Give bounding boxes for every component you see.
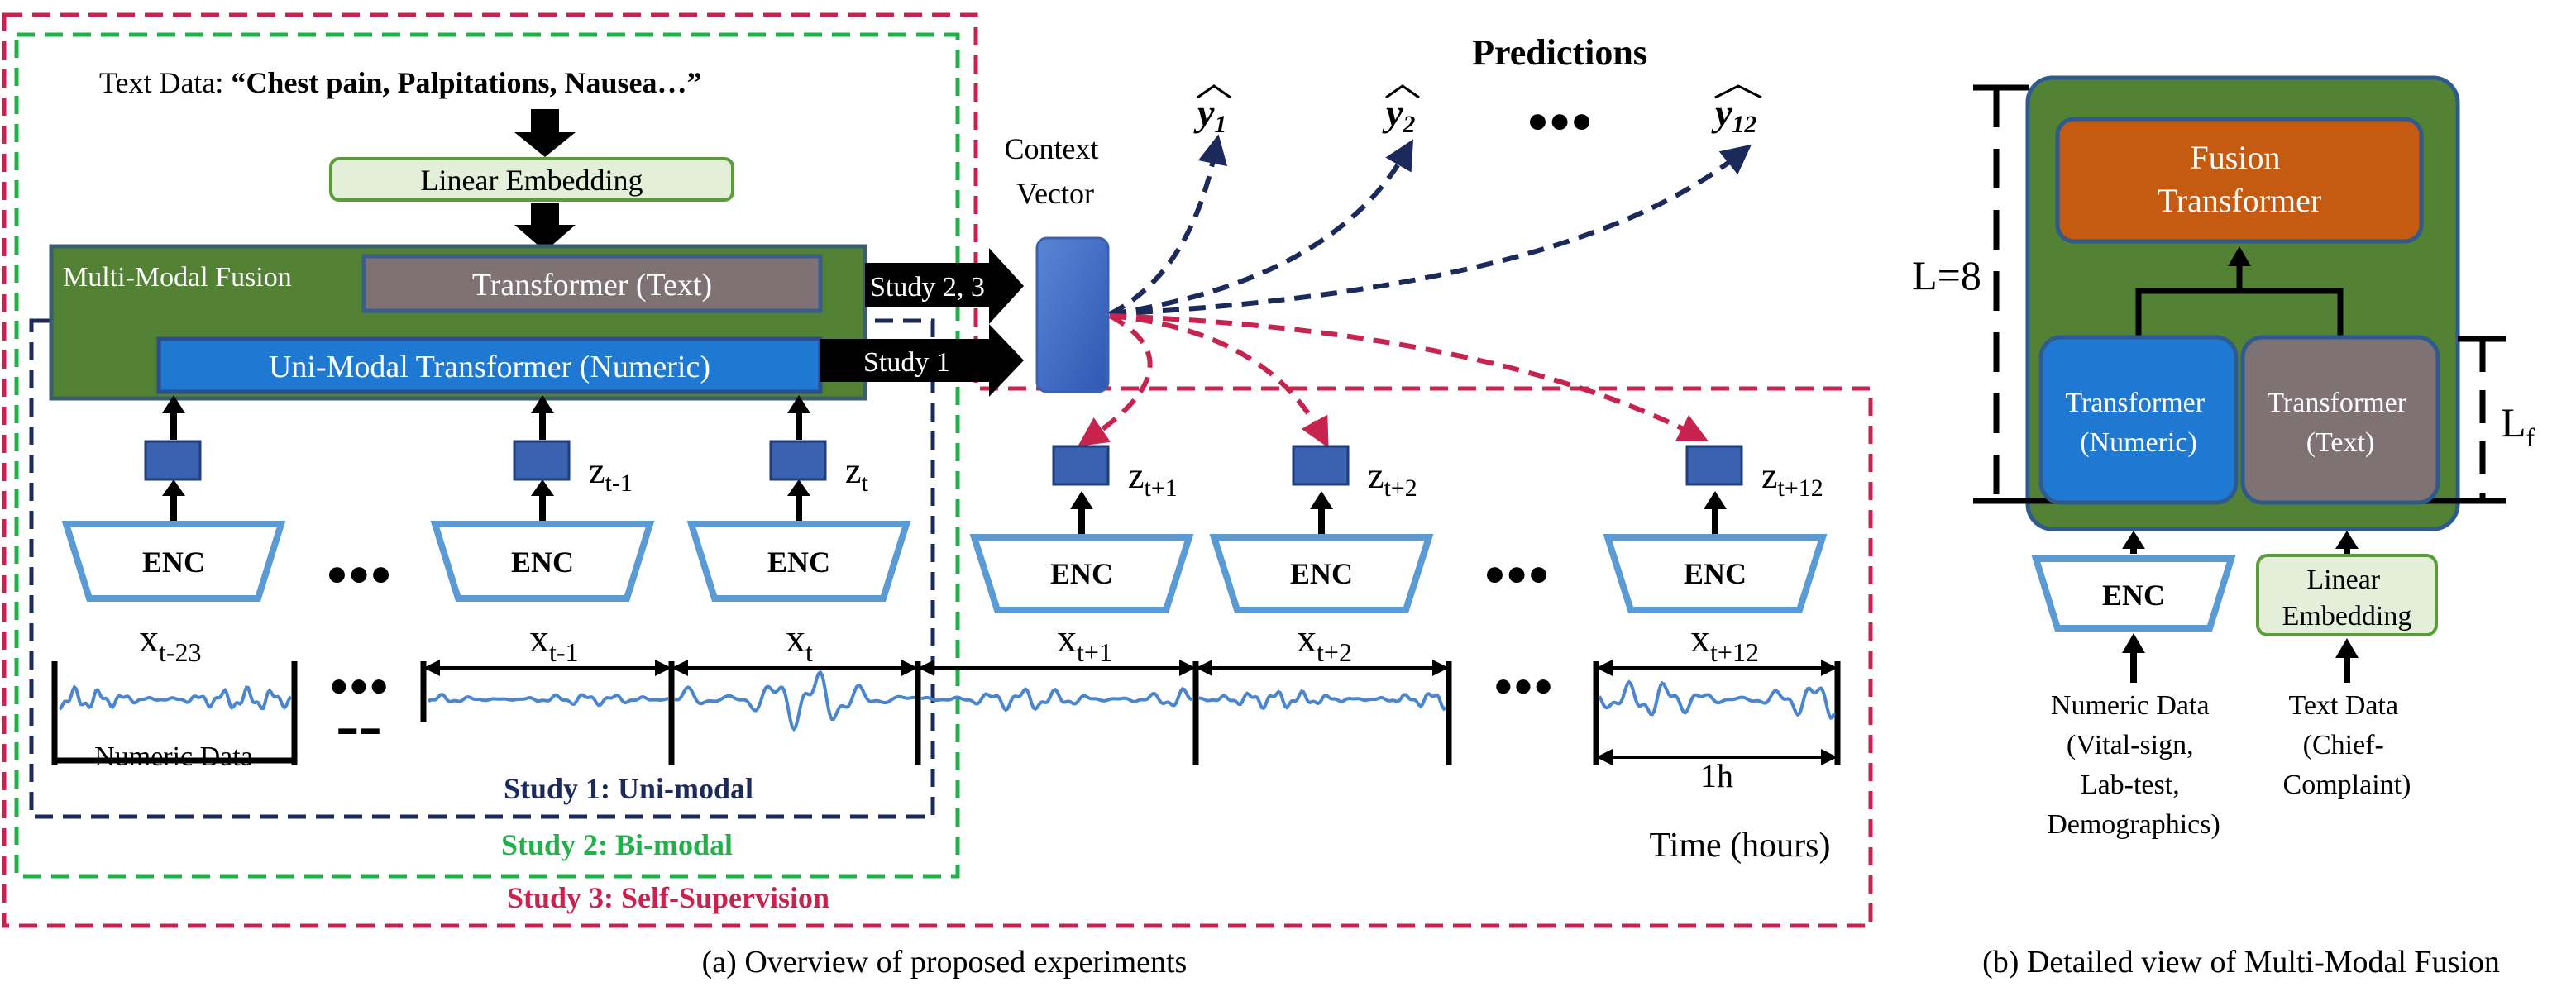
- arrow-to-zt1: [1078, 313, 1153, 447]
- panel-b-text-data: Text Data (Chief- Complaint): [2283, 690, 2411, 800]
- text-data-label: Text Data: “Chest pain, Palpitations, Na…: [99, 66, 702, 99]
- arrow-text-to-embedding-b-head: [2335, 638, 2359, 658]
- fusion-transformer-label: Fusion Transformer: [2158, 139, 2322, 219]
- svg-text:ENC: ENC: [767, 546, 830, 579]
- panel-b-linear-embedding-label: Linear Embedding: [2282, 565, 2412, 632]
- fusion-transformer-text-box: [2240, 335, 2440, 505]
- caption-b: (b) Detailed view of Multi-Modal Fusion: [1982, 945, 2500, 980]
- lf-label: Lf: [2501, 399, 2535, 452]
- enc-column-t+2: ENC: [1209, 445, 1434, 613]
- numeric-data-label: Numeric Data: [94, 741, 253, 772]
- x-label-t+12: xt+12: [1690, 617, 1759, 667]
- study2-region: [14, 32, 960, 879]
- x-label-t-1: xt-1: [529, 617, 579, 667]
- arrow-enc-to-fusion-head: [2122, 531, 2145, 549]
- study23-arrow-label: Study 2, 3: [870, 272, 985, 303]
- arrow-embedding-to-fusion-head: [2335, 531, 2359, 549]
- x-label-t+1: xt+1: [1057, 617, 1112, 667]
- one-hour-label: 1h: [1700, 757, 1733, 794]
- prediction-y12: y12: [1711, 84, 1762, 138]
- waveforms: [58, 670, 1836, 732]
- interval-arrows: [423, 660, 1838, 765]
- timeline-ticks: [51, 661, 1841, 765]
- context-vector-label: Context Vector: [1005, 132, 1106, 210]
- caption-a: (a) Overview of proposed experiments: [702, 945, 1188, 980]
- merge-connector: [2135, 263, 2344, 339]
- arrow-embedding-to-transformer: [514, 203, 576, 251]
- prediction-ellipsis: ●●●: [1527, 100, 1593, 141]
- l8-label: L=8: [1912, 252, 1981, 298]
- enc-column-t-23: ENC: [61, 395, 286, 602]
- x-label-t-23: xt-23: [139, 617, 202, 667]
- svg-text:ENC: ENC: [142, 546, 205, 579]
- waveform-t: [674, 670, 915, 732]
- svg-text:ENC: ENC: [1050, 557, 1113, 590]
- prediction-y1: y1: [1193, 84, 1231, 138]
- arrow-to-zt12: [1109, 313, 1709, 442]
- x-label-t+2: xt+2: [1297, 617, 1352, 667]
- panel-b-linear-embedding-box: [2256, 554, 2438, 636]
- waveform-t+12: [1598, 679, 1836, 721]
- ellipsis-enc-2: ●●●: [1484, 553, 1550, 593]
- arrow-numeric-to-enc-head: [2122, 633, 2145, 653]
- fusion-transformer-numeric-label: Transformer (Numeric): [2065, 388, 2211, 458]
- enc-column-t-1: ENC: [430, 395, 655, 602]
- enc-column-t+1: ENC: [969, 445, 1194, 613]
- arrow-to-y12: [1109, 144, 1752, 317]
- svg-text:ENC: ENC: [511, 546, 574, 579]
- svg-text:ENC: ENC: [1290, 557, 1353, 590]
- waveform-t+2: [1198, 689, 1447, 712]
- study3-label: Study 3: Self-Supervision: [507, 881, 829, 914]
- ellipsis-timeline-2: ●●●: [1494, 666, 1553, 703]
- fusion-transformer-text-label: Transformer (Text): [2267, 388, 2413, 458]
- z-label-t+12: zt+12: [1761, 455, 1823, 502]
- transformer-text-box: [361, 254, 823, 313]
- ellipsis-enc-1: ●●●: [326, 553, 392, 593]
- multimodal-fusion-label: Multi-Modal Fusion: [63, 262, 292, 293]
- z-label-t+1: zt+1: [1128, 455, 1178, 502]
- study2-label: Study 2: Bi-modal: [501, 828, 733, 861]
- z-label-t+2: zt+2: [1368, 455, 1417, 502]
- panel-b-enc-label: ENC: [2102, 579, 2165, 612]
- study1-label: Study 1: Uni-modal: [504, 772, 753, 805]
- linear-embedding-box: [329, 157, 734, 202]
- time-axis-label: Time (hours): [1650, 827, 1831, 865]
- merge-arrowhead: [2228, 246, 2251, 266]
- svg-text:y1: y1: [1193, 92, 1226, 138]
- study23-arrow: [865, 248, 1024, 324]
- enc-column-t+12: ENC: [1603, 445, 1828, 613]
- waveform-t-1: [427, 692, 669, 708]
- arrow-to-y2: [1109, 139, 1414, 317]
- svg-text:ENC: ENC: [1684, 557, 1747, 590]
- linear-embedding-label: Linear Embedding: [421, 164, 643, 197]
- x-label-t: xt: [786, 617, 813, 667]
- unimodal-transformer-label: Uni-Modal Transformer (Numeric): [269, 350, 710, 384]
- fusion-transformer-box: [2055, 117, 2424, 244]
- lf-bracket: [2458, 336, 2506, 501]
- enc-column-t: ENC: [686, 395, 911, 602]
- study3-region: [2, 12, 1873, 928]
- arrow-to-y1: [1108, 134, 1228, 317]
- panel-b-enc: [2031, 555, 2236, 632]
- arrow-text-to-embedding: [514, 109, 576, 157]
- ellipsis-timeline-1-low: ▬ ▬: [338, 717, 380, 738]
- panel-b-numeric-data: Numeric Data (Vital-sign, Lab-test, Demo…: [2047, 690, 2220, 840]
- z-label-t: zt: [845, 450, 869, 497]
- waveform-t-23: [58, 684, 293, 711]
- ellipsis-timeline-1: ●●●: [329, 666, 389, 703]
- fusion-transformer-numeric-box: [2038, 335, 2239, 505]
- study1-arrow: [820, 324, 1024, 397]
- z-label-t-1: zt-1: [589, 450, 633, 497]
- svg-text:y12: y12: [1711, 92, 1756, 138]
- arrow-to-zt2: [1109, 313, 1329, 448]
- context-vector-block: [1035, 236, 1110, 393]
- svg-text:y2: y2: [1382, 92, 1415, 138]
- waveform-t+1: [920, 686, 1193, 713]
- study1-arrow-label: Study 1: [863, 347, 950, 378]
- prediction-y2: y2: [1382, 84, 1420, 138]
- predictions-title: Predictions: [1472, 32, 1647, 73]
- transformer-text-label: Transformer (Text): [472, 268, 712, 303]
